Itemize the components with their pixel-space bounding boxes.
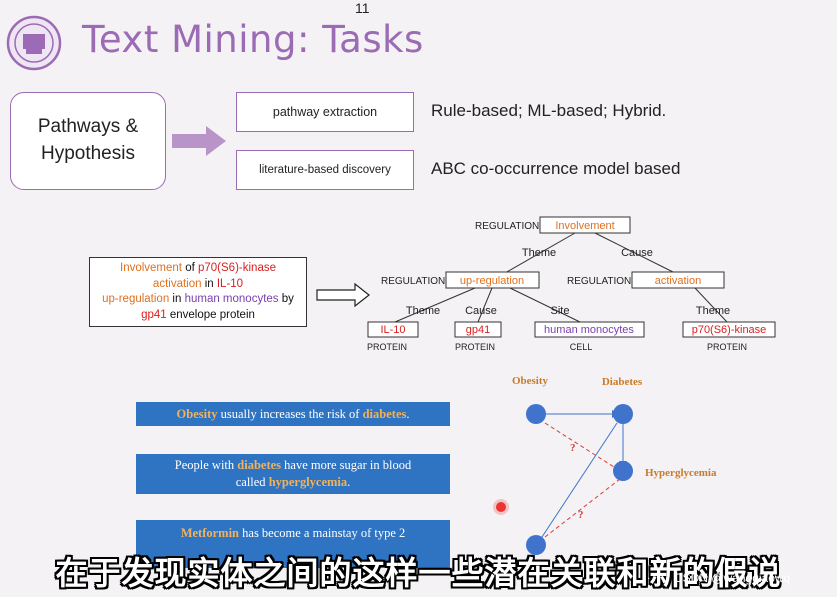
word: hyperglycemia bbox=[268, 475, 348, 489]
event-tree: REGULATION Involvement Theme Cause REGUL… bbox=[316, 216, 776, 352]
leaf-label: p70(S6)-kinase bbox=[692, 324, 767, 336]
node-label-obesity: Obesity bbox=[512, 375, 549, 387]
abc-sentence-2: People with diabetes have more sugar in … bbox=[136, 454, 450, 494]
word: in bbox=[169, 293, 185, 306]
edge-label: Theme bbox=[406, 305, 440, 317]
node-label-hyperglycemia: Hyperglycemia bbox=[645, 467, 717, 479]
abc-sentence-1: Obesity usually increases the risk of di… bbox=[136, 402, 450, 426]
word: p70(S6)-kinase bbox=[198, 262, 276, 274]
edge-label: Cause bbox=[621, 247, 653, 259]
word: activation bbox=[152, 277, 202, 290]
edge-label: Site bbox=[551, 305, 570, 317]
node-obesity bbox=[526, 404, 546, 424]
word: diabetes bbox=[237, 458, 282, 473]
word: gp41 bbox=[141, 308, 167, 321]
edge-label: Cause bbox=[465, 305, 497, 317]
left-type: REGULATION bbox=[381, 276, 445, 287]
word: usually increases the risk of bbox=[217, 406, 363, 421]
word: Involvement bbox=[120, 262, 183, 274]
node-hyperglycemia bbox=[613, 461, 633, 481]
unknown-mark: ? bbox=[578, 509, 584, 521]
word: called bbox=[235, 475, 269, 489]
leaf-node bbox=[454, 321, 502, 338]
unknown-mark: ? bbox=[570, 442, 576, 454]
task-pathway-extraction: pathway extraction bbox=[236, 92, 414, 132]
root-label: Involvement bbox=[555, 220, 614, 232]
word: envelope protein bbox=[166, 308, 255, 321]
word: IL-10 bbox=[216, 277, 244, 290]
hidden-link bbox=[544, 478, 621, 538]
word: by bbox=[278, 293, 294, 306]
pathways-hypothesis-box: Pathways & Hypothesis bbox=[10, 92, 166, 190]
leaf-label: IL-10 bbox=[380, 324, 405, 336]
word: Obesity bbox=[176, 406, 218, 421]
task-literature-based-discovery: literature-based discovery bbox=[236, 150, 414, 190]
word: . bbox=[406, 406, 410, 421]
edge-label: Theme bbox=[522, 247, 556, 259]
leaf-label: gp41 bbox=[466, 324, 490, 336]
task-description-1: Rule-based; ML-based; Hybrid. bbox=[431, 101, 667, 120]
abc-sentence-3: Metformin has become a mainstay of type … bbox=[136, 520, 450, 568]
example-sentence: Involvement of p70(S6)-kinase activation… bbox=[89, 257, 307, 327]
leaf-node bbox=[682, 321, 776, 338]
word: diabetes bbox=[362, 406, 407, 421]
leaf-node bbox=[534, 321, 645, 338]
edge-label: Theme bbox=[696, 305, 730, 317]
leaf-type: PROTEIN bbox=[367, 342, 407, 352]
edge bbox=[394, 287, 476, 323]
word: in bbox=[201, 277, 217, 290]
word: up-regulation bbox=[102, 293, 170, 306]
node-metformin bbox=[526, 535, 546, 555]
edge bbox=[504, 232, 576, 274]
left-node bbox=[445, 271, 540, 289]
leaf-type: PROTEIN bbox=[455, 342, 495, 352]
word: human monocytes bbox=[184, 293, 279, 306]
edge bbox=[694, 287, 728, 323]
word: of bbox=[182, 262, 198, 274]
right-node bbox=[631, 271, 725, 289]
university-logo bbox=[6, 15, 62, 71]
root-node bbox=[539, 216, 631, 234]
leaf-node bbox=[367, 321, 419, 338]
slide-title: Text Mining: Tasks bbox=[82, 18, 424, 61]
right-label: activation bbox=[655, 275, 701, 287]
edge bbox=[594, 232, 676, 274]
top-mark: 11 bbox=[355, 0, 370, 16]
root-type: REGULATION bbox=[475, 221, 539, 232]
word: People with bbox=[174, 458, 238, 473]
hidden-link bbox=[544, 422, 615, 468]
edge bbox=[477, 287, 493, 323]
leaf-type: CELL bbox=[570, 342, 593, 352]
pointer-dot bbox=[496, 502, 506, 512]
node-label-diabetes: Diabetes bbox=[602, 376, 643, 388]
right-type: REGULATION bbox=[567, 276, 631, 287]
video-subtitle: 在于发现实体之间的这样一些潜在关联和新的假说 bbox=[55, 554, 782, 592]
edge bbox=[539, 422, 618, 541]
word: Metformin bbox=[180, 526, 240, 540]
right-arrow-icon bbox=[172, 126, 226, 156]
edge bbox=[509, 287, 581, 323]
abc-graph: Obesity Diabetes Hyperglycemia ? ? bbox=[512, 375, 717, 555]
left-label: up-regulation bbox=[460, 275, 524, 287]
task-description-2: ABC co-occurrence model based bbox=[431, 159, 681, 178]
word: has become a mainstay of type 2 bbox=[239, 526, 406, 540]
word: . bbox=[347, 475, 351, 489]
word: have more sugar in blood bbox=[281, 458, 412, 473]
leaf-type: PROTEIN bbox=[707, 342, 747, 352]
leaf-label: human monocytes bbox=[544, 324, 634, 336]
watermark: CSDN @wangqiaowq bbox=[674, 571, 791, 585]
node-diabetes bbox=[613, 404, 633, 424]
hollow-arrow-icon bbox=[316, 282, 370, 308]
